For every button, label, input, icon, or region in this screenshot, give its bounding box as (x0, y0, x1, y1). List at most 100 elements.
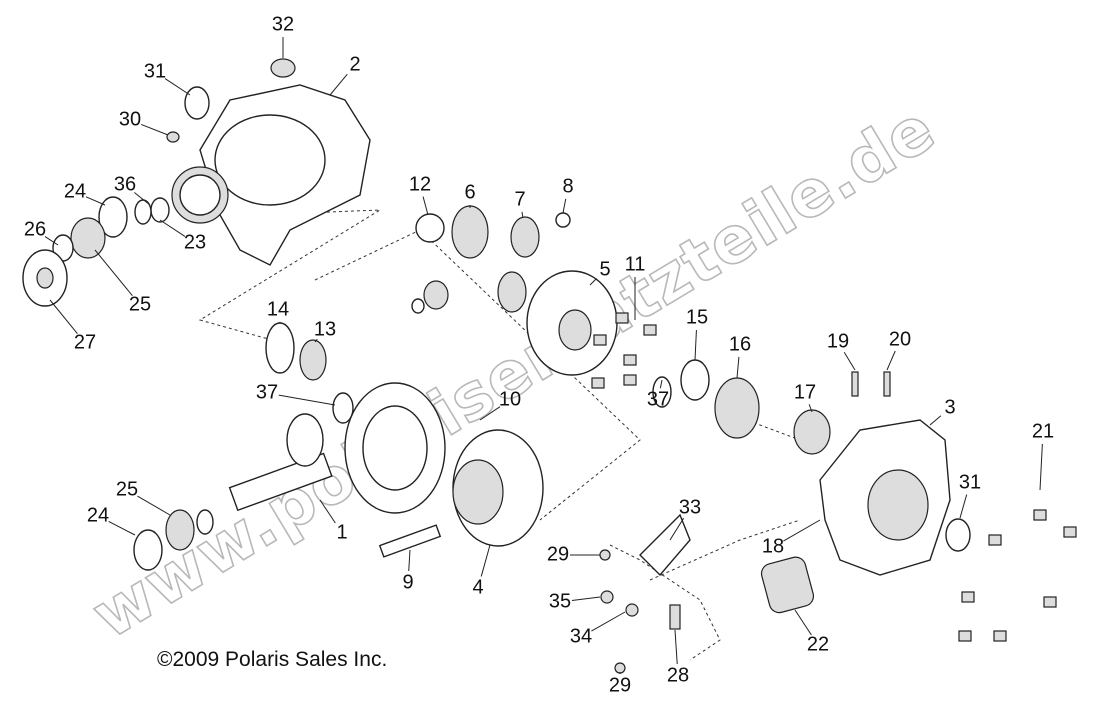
leader-line (408, 549, 411, 572)
callout-3: 3 (944, 396, 955, 418)
callout-32: 32 (272, 13, 294, 35)
bolt (615, 312, 629, 324)
callout-16: 16 (729, 333, 751, 355)
leader-line (479, 406, 501, 421)
callout-29: 29 (547, 543, 569, 565)
copyright-notice: ©2009 Polaris Sales Inc. (157, 648, 387, 672)
callout-22: 22 (807, 633, 829, 655)
leader-line (562, 198, 567, 214)
bolt (1043, 596, 1057, 608)
leader-line (669, 517, 685, 541)
leader-line (808, 404, 813, 413)
callout-5: 5 (599, 258, 610, 280)
callout-10: 10 (499, 388, 521, 410)
callout-17: 17 (794, 381, 816, 403)
copyright-text: 2009 Polaris Sales Inc. (172, 648, 388, 671)
leader-line (137, 495, 171, 516)
bolt (958, 630, 972, 642)
callout-37: 37 (647, 388, 669, 410)
callout-24: 24 (64, 180, 86, 202)
bolt (961, 591, 975, 603)
leader-line (480, 544, 491, 577)
leader-line (521, 211, 524, 219)
bolt (643, 324, 657, 336)
callout-2: 2 (349, 53, 360, 75)
callout-27: 27 (74, 331, 96, 353)
callout-35: 35 (549, 590, 571, 612)
callout-14: 14 (267, 298, 289, 320)
leader-line (278, 394, 336, 406)
callout-37: 37 (256, 381, 278, 403)
callout-25: 25 (129, 293, 151, 315)
bolt (993, 630, 1007, 642)
callout-15: 15 (686, 306, 708, 328)
leader-line (108, 521, 136, 536)
leader-line (843, 351, 856, 371)
leader-line (134, 192, 151, 206)
callout-11: 11 (625, 253, 646, 275)
callout-31: 31 (144, 60, 166, 82)
copyright-symbol: © (157, 648, 173, 671)
callout-19: 19 (827, 330, 849, 352)
leader-line (164, 78, 191, 96)
callout-1: 1 (336, 521, 347, 543)
callout-34: 34 (570, 625, 592, 647)
parts (22, 58, 971, 674)
leader-line (140, 123, 169, 136)
callout-26: 26 (24, 218, 46, 240)
leader-line (783, 519, 821, 542)
leader-line (674, 629, 678, 665)
leader-line (959, 494, 968, 519)
leader-line (329, 73, 348, 96)
bolt (623, 354, 637, 366)
leader-lines (44, 37, 1043, 674)
leader-line (44, 236, 59, 246)
callout-13: 13 (314, 318, 336, 340)
leader-line (49, 299, 78, 335)
bolts (591, 312, 1077, 642)
leader-line (659, 379, 663, 389)
leader-line (422, 196, 429, 216)
callout-18: 18 (762, 535, 784, 557)
callout-36: 36 (114, 173, 136, 195)
callout-20: 20 (889, 328, 911, 350)
leader-line (794, 609, 812, 636)
leader-line (319, 499, 336, 524)
callout-7: 7 (514, 188, 525, 210)
leader-line (929, 415, 942, 426)
callout-24: 24 (87, 504, 109, 526)
callout-12: 12 (409, 173, 431, 195)
callout-30: 30 (119, 108, 141, 130)
callout-6: 6 (464, 181, 475, 203)
bolt (988, 534, 1002, 546)
bolt (593, 334, 607, 346)
leader-line (589, 278, 597, 286)
leader-line (94, 249, 133, 297)
leader-line (1039, 443, 1043, 491)
bolt (1033, 509, 1047, 521)
bolt (591, 377, 605, 389)
leader-line (736, 356, 740, 379)
callout-29: 29 (609, 674, 631, 696)
leader-line (591, 611, 626, 632)
callout-31: 31 (959, 471, 981, 493)
callout-9: 9 (402, 571, 413, 593)
leader-line (571, 596, 601, 602)
callout-28: 28 (667, 664, 689, 686)
bolt (623, 374, 637, 386)
bolt (1063, 526, 1077, 538)
callout-23: 23 (184, 231, 206, 253)
leader-line (159, 219, 186, 237)
callout-8: 8 (562, 175, 573, 197)
leader-line (314, 338, 318, 343)
leader-line (85, 196, 106, 206)
callout-25: 25 (116, 478, 138, 500)
callout-21: 21 (1032, 420, 1054, 442)
leader-line (886, 350, 896, 371)
callout-4: 4 (472, 576, 483, 598)
leader-line (694, 329, 697, 361)
callout-33: 33 (679, 496, 701, 518)
